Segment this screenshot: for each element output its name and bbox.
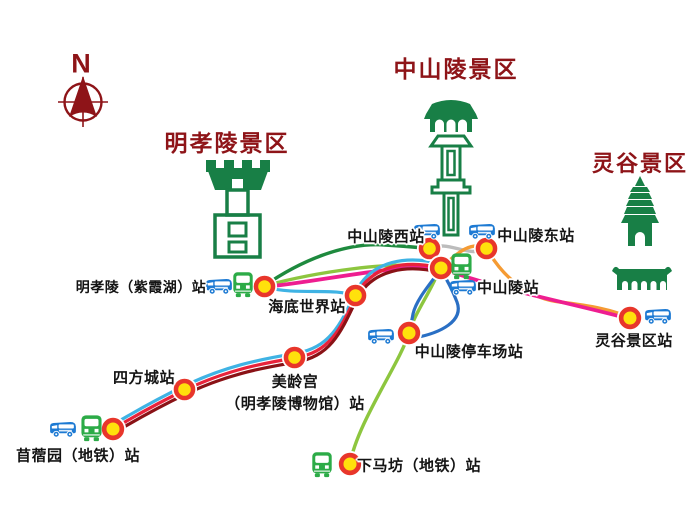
station-marker-zhongshanling (428, 255, 454, 281)
station-marker-sifangcheng (172, 377, 197, 402)
station-label-meilinggong: 美龄宫 （明孝陵博物馆）站 (225, 371, 365, 415)
station-marker-haidishijie (343, 283, 368, 308)
station-label-zhongshanlingxi: 中山陵西站 (347, 228, 425, 246)
mingxiaoling-gate-icon (206, 160, 270, 259)
area-title-mingxiaoling: 明孝陵景区 (164, 130, 290, 156)
station-label-meilinggong-line2: （明孝陵博物馆）站 (225, 395, 365, 412)
station-marker-muxuyuan (100, 416, 126, 442)
station-marker-meilinggong (282, 345, 307, 370)
station-label-zhongshanlingdong: 中山陵东站 (497, 227, 575, 245)
tram-icon (312, 452, 332, 478)
tram-icon (81, 415, 102, 442)
bus-icon (49, 421, 77, 438)
bus-icon (449, 279, 477, 296)
compass-rose-icon (58, 76, 108, 127)
station-label-linggu: 灵谷景区站 (595, 332, 673, 350)
route-dark-green (262, 242, 432, 288)
area-title-linggu: 灵谷景区 (591, 151, 689, 176)
station-label-xiamafang: 下马坊（地铁）站 (356, 457, 482, 475)
station-label-muxuyuan: 苜蓿园（地铁）站 (15, 447, 141, 465)
linggu-temple-icon (612, 266, 672, 290)
station-label-sifangcheng: 四方城站 (112, 369, 176, 387)
bus-icon (205, 278, 233, 295)
station-label-mingxiaoling: 明孝陵（紫霞湖）站 (75, 279, 207, 295)
tram-icon (233, 272, 253, 298)
station-label-zhongshanling: 中山陵站 (476, 279, 540, 297)
compass-north-label: N (71, 48, 91, 79)
station-label-tingchechang: 中山陵停车场站 (414, 343, 524, 361)
route-orange (439, 244, 632, 320)
station-label-meilinggong-line1: 美龄宫 (271, 373, 319, 391)
station-label-haidishijie: 海底世界站 (268, 298, 346, 316)
bus-icon (367, 328, 395, 345)
bus-icon (644, 308, 672, 325)
zhongshanling-mausoleum-icon (424, 100, 478, 237)
station-marker-zhongshanlingdong (474, 236, 499, 261)
area-title-zhongshanling: 中山陵景区 (393, 56, 519, 82)
linggu-pagoda-icon (621, 176, 659, 246)
station-marker-linggu (617, 305, 643, 331)
